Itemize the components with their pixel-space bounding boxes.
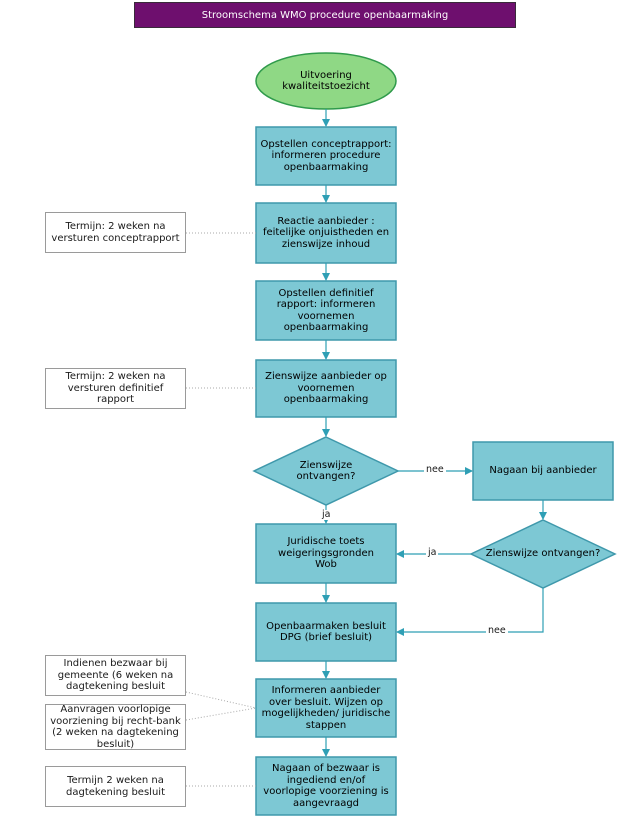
informeren-box (255, 678, 397, 738)
nagaan-box (472, 441, 614, 501)
concept-label: Opstellen conceptrapport: informeren pro… (260, 138, 392, 173)
edge-label-nee-2: nee (486, 625, 508, 636)
note-termijn-definitief: Termijn: 2 weken na versturen definitief… (45, 368, 186, 409)
edge-label-ja-1: ja (320, 509, 333, 520)
bezwaar-label: Nagaan of bezwaar is ingediend en/of voo… (263, 763, 389, 809)
arrow-decision2-openbaar (396, 588, 544, 636)
bezwaar-box (255, 756, 397, 816)
juridische-label: Juridische toets weigeringsgronden Wob (278, 536, 374, 571)
decision1-label: Zienswijze ontvangen? (296, 459, 356, 483)
dotted-note3 (185, 691, 257, 709)
nagaan-label: Nagaan bij aanbieder (489, 465, 597, 477)
openbaar-label: Openbaarmaken besluit DPG (brief besluit… (266, 620, 386, 644)
note-termijn-concept: Termijn: 2 weken na versturen conceptrap… (45, 212, 186, 253)
edge-label-nee-1: nee (424, 464, 446, 475)
zienswijze-label: Zienswijze aanbieder op voornemen openba… (265, 371, 387, 406)
note-bezwaar-gemeente: Indienen bezwaar bij gemeente (6 weken n… (45, 655, 186, 696)
definitief-box (255, 280, 397, 341)
concept-box (255, 126, 397, 186)
informeren-label: Informeren aanbieder over besluit. Wijze… (261, 685, 391, 731)
reactie-box (255, 202, 397, 264)
definitief-label: Opstellen definitief rapport: informeren… (276, 287, 376, 334)
reactie-label: Reactie aanbieder : feitelijke onjuisthe… (262, 215, 390, 250)
zienswijze-box (255, 359, 397, 418)
edge-label-ja-2: ja (426, 547, 439, 558)
openbaar-box (255, 602, 397, 662)
dotted-note4 (185, 707, 257, 721)
note-voorlopige-voorziening: Aanvragen voorlopige voorziening bij rec… (45, 704, 186, 750)
decision2-label: Zienswijze ontvangen? (485, 548, 601, 560)
start-label: Uitvoering kwaliteitstoezicht (282, 69, 370, 93)
note-termijn-dagtekening: Termijn 2 weken na dagtekening besluit (45, 766, 186, 807)
diagram-title: Stroomschema WMO procedure openbaarmakin… (134, 2, 516, 28)
